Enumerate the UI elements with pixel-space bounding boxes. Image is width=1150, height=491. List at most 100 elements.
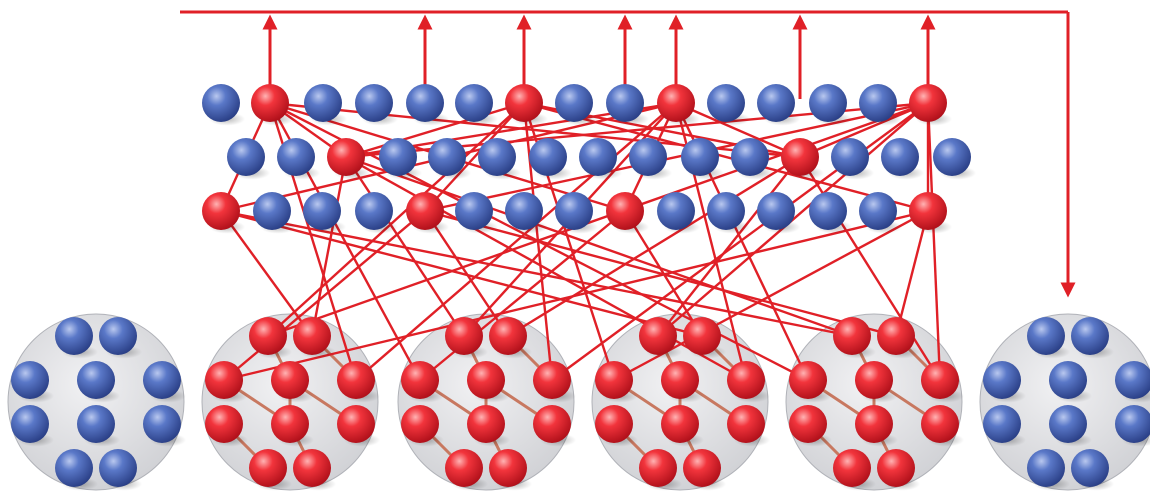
active-neuron-cluster-3-6 [401,405,439,443]
synapse-line [424,209,897,338]
synapse-line [657,102,929,337]
active-neuron-cluster-3-3 [401,361,439,399]
synapse-line [345,155,747,382]
synapse-line [424,102,525,212]
inactive-neuron-cluster-6-6 [983,405,1021,443]
synapse-line [310,156,348,337]
active-neuron-cluster-4-1 [639,317,677,355]
active-neuron-cluster-3-8 [533,405,571,443]
active-neuron-cluster-2-7 [271,405,309,443]
inactive-neuron-middle-10 [681,138,719,176]
inactive-neuron-cluster-6-5 [1115,361,1150,399]
active-neuron-cluster-4-9 [639,449,677,487]
inactive-neuron-middle-1 [227,138,265,176]
inactive-neuron-cluster-6-2 [1071,317,1109,355]
active-neuron-cluster-3-5 [533,361,571,399]
active-neuron-cluster-4-4 [661,361,699,399]
synapse-line [220,209,703,338]
active-neuron-cluster-5-7 [855,405,893,443]
active-neuron-top-10 [657,84,695,122]
active-neuron-cluster-3-1 [445,317,483,355]
inactive-neuron-cluster-6-10 [1071,449,1109,487]
active-neuron-top-15 [909,84,947,122]
active-neuron-cluster-4-3 [595,361,633,399]
inactive-neuron-top-11 [707,84,745,122]
inactive-neuron-cluster-6-8 [1115,405,1150,443]
inactive-neuron-middle-8 [579,138,617,176]
active-neuron-lower-15 [909,192,947,230]
active-neuron-cluster-3-4 [467,361,505,399]
active-neuron-cluster-5-10 [877,449,915,487]
active-neuron-cluster-4-5 [727,361,765,399]
active-neuron-cluster-4-10 [683,449,721,487]
synapse-line [926,102,942,381]
inactive-neuron-top-12 [757,84,795,122]
neuron-group [11,84,1150,491]
inactive-neuron-middle-2 [277,138,315,176]
active-neuron-cluster-2-4 [271,361,309,399]
inactive-neuron-lower-12 [757,192,795,230]
active-neuron-cluster-2-1 [249,317,287,355]
active-neuron-cluster-5-9 [833,449,871,487]
active-neuron-cluster-5-4 [855,361,893,399]
inactive-neuron-middle-7 [529,138,567,176]
inactive-neuron-middle-14 [881,138,919,176]
inactive-neuron-cluster-6-3 [983,361,1021,399]
inactive-neuron-lower-2 [253,192,291,230]
active-neuron-cluster-2-5 [337,361,375,399]
synapse-line [355,102,677,381]
inactive-neuron-top-9 [606,84,644,122]
inactive-neuron-cluster-1-4 [77,361,115,399]
active-neuron-lower-1 [202,192,240,230]
inactive-neuron-top-14 [859,84,897,122]
inactive-neuron-top-4 [355,84,393,122]
inactive-neuron-lower-7 [505,192,543,230]
inactive-neuron-lower-3 [303,192,341,230]
cluster-6 [979,313,1150,491]
active-neuron-cluster-2-9 [249,449,287,487]
active-neuron-cluster-5-8 [921,405,959,443]
synapse-line [799,101,929,159]
inactive-neuron-top-8 [555,84,593,122]
active-neuron-cluster-3-10 [489,449,527,487]
active-neuron-lower-5 [406,192,444,230]
active-neuron-cluster-3-7 [467,405,505,443]
synapse-line [507,155,801,338]
inactive-neuron-lower-4 [355,192,393,230]
inactive-neuron-lower-13 [809,192,847,230]
active-neuron-cluster-2-6 [205,405,243,443]
synapse-line [267,101,929,338]
active-neuron-cluster-4-8 [727,405,765,443]
inactive-neuron-cluster-1-10 [99,449,137,487]
active-neuron-cluster-5-6 [789,405,827,443]
synapse-line [675,101,801,159]
active-neuron-middle-3 [327,138,365,176]
inactive-neuron-middle-5 [428,138,466,176]
inactive-neuron-lower-14 [859,192,897,230]
active-neuron-cluster-5-3 [789,361,827,399]
active-neuron-cluster-2-10 [293,449,331,487]
inactive-neuron-lower-8 [555,192,593,230]
active-neuron-cluster-2-2 [293,317,331,355]
synapse-line [345,101,525,159]
active-neuron-cluster-2-3 [205,361,243,399]
active-neuron-cluster-3-9 [445,449,483,487]
inactive-neuron-cluster-1-9 [55,449,93,487]
inactive-neuron-cluster-1-1 [55,317,93,355]
inactive-neuron-top-6 [455,84,493,122]
inactive-neuron-cluster-6-9 [1027,449,1065,487]
inactive-neuron-middle-9 [629,138,667,176]
inactive-neuron-cluster-1-5 [143,361,181,399]
inactive-neuron-top-5 [406,84,444,122]
inactive-neuron-top-13 [809,84,847,122]
inactive-neuron-middle-15 [933,138,971,176]
inactive-neuron-cluster-6-4 [1049,361,1087,399]
active-neuron-top-7 [505,84,543,122]
inactive-neuron-cluster-1-2 [99,317,137,355]
synapse-line [657,156,801,337]
active-neuron-cluster-5-1 [833,317,871,355]
inactive-neuron-cluster-1-3 [11,361,49,399]
inactive-neuron-top-1 [202,84,240,122]
